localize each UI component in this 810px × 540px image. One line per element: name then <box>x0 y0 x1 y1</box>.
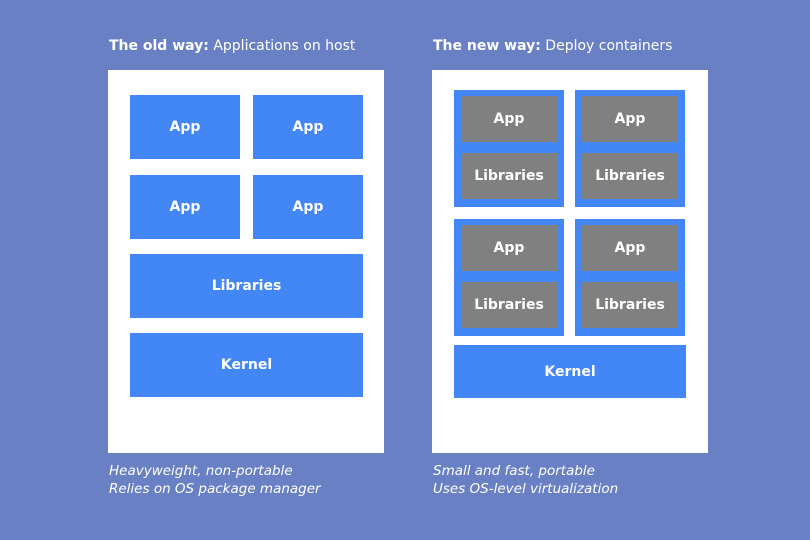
container-3-libraries: Libraries <box>461 282 557 328</box>
container-3-app: App <box>461 225 557 271</box>
new-way-heading-text: Deploy containers <box>540 38 673 54</box>
old-way-panel: App App App App Libraries Kernel <box>108 70 384 453</box>
old-libraries-block: Libraries <box>130 254 363 318</box>
container-3: App Libraries <box>454 219 564 336</box>
old-caption-line-1: Heavyweight, non-portable <box>109 463 293 479</box>
new-way-caption: Small and fast, portable Uses OS-level v… <box>433 462 618 498</box>
container-4: App Libraries <box>575 219 685 336</box>
container-2: App Libraries <box>575 90 685 207</box>
new-caption-line-1: Small and fast, portable <box>433 463 595 479</box>
container-2-app: App <box>582 96 678 142</box>
new-way-heading: The new way: Deploy containers <box>433 38 672 54</box>
new-way-panel: App Libraries App Libraries App Librarie… <box>432 70 708 453</box>
old-kernel-block: Kernel <box>130 333 363 397</box>
new-way-heading-bold: The new way: <box>433 38 541 54</box>
old-app-block-4: App <box>253 175 363 239</box>
old-way-heading-bold: The old way: <box>109 38 209 54</box>
old-app-block-2: App <box>253 95 363 159</box>
container-2-libraries: Libraries <box>582 153 678 199</box>
new-caption-line-2: Uses OS-level virtualization <box>433 481 619 497</box>
old-caption-line-2: Relies on OS package manager <box>109 481 321 497</box>
container-1-libraries: Libraries <box>461 153 557 199</box>
old-way-caption: Heavyweight, non-portable Relies on OS p… <box>109 462 321 498</box>
old-way-heading-text: Applications on host <box>208 38 356 54</box>
container-4-app: App <box>582 225 678 271</box>
container-4-libraries: Libraries <box>582 282 678 328</box>
old-app-block-1: App <box>130 95 240 159</box>
old-app-block-3: App <box>130 175 240 239</box>
new-kernel-block: Kernel <box>454 345 686 398</box>
container-1-app: App <box>461 96 557 142</box>
old-way-heading: The old way: Applications on host <box>109 38 355 54</box>
container-1: App Libraries <box>454 90 564 207</box>
